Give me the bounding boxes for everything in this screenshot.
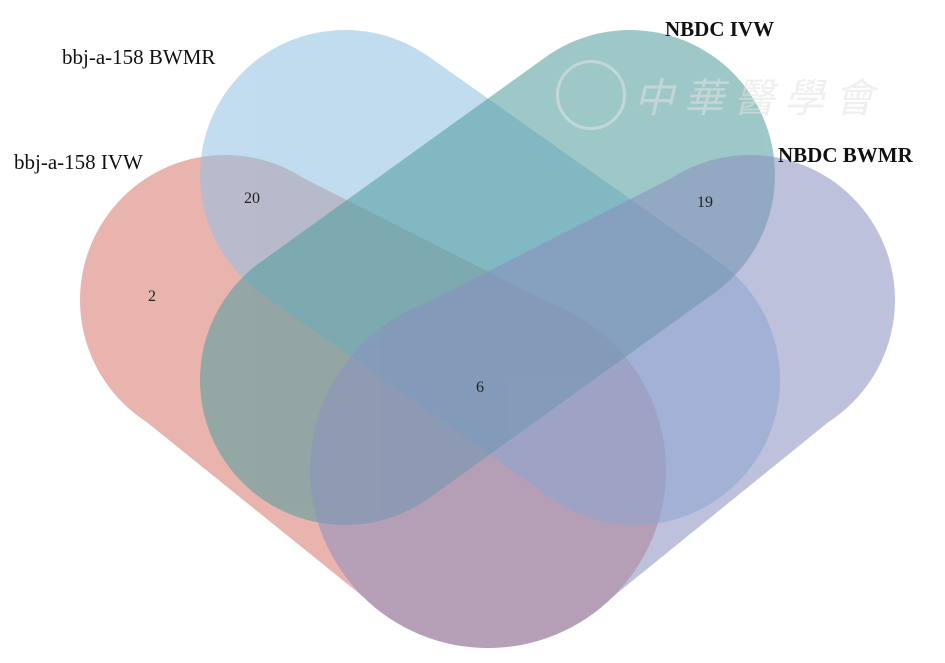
set-nbdc-bwmr	[310, 155, 895, 648]
watermark-text: 中華醫學會	[634, 76, 884, 122]
count-all-four: 6	[476, 379, 484, 396]
count-bbj-ivw-bbj-bwmr: 20	[244, 190, 260, 207]
label-bbj-bwmr: bbj-a-158 BWMR	[62, 45, 216, 69]
count-nbdc-ivw-nbdc-bwmr: 19	[697, 194, 713, 211]
count-only-bbj-ivw: 2	[148, 288, 156, 305]
seal-icon	[556, 60, 626, 130]
label-nbdc-bwmr: NBDC BWMR	[778, 143, 913, 167]
label-bbj-ivw: bbj-a-158 IVW	[14, 150, 143, 174]
label-nbdc-ivw: NBDC IVW	[665, 17, 775, 41]
watermark-logo: 中華醫學會	[556, 60, 884, 130]
